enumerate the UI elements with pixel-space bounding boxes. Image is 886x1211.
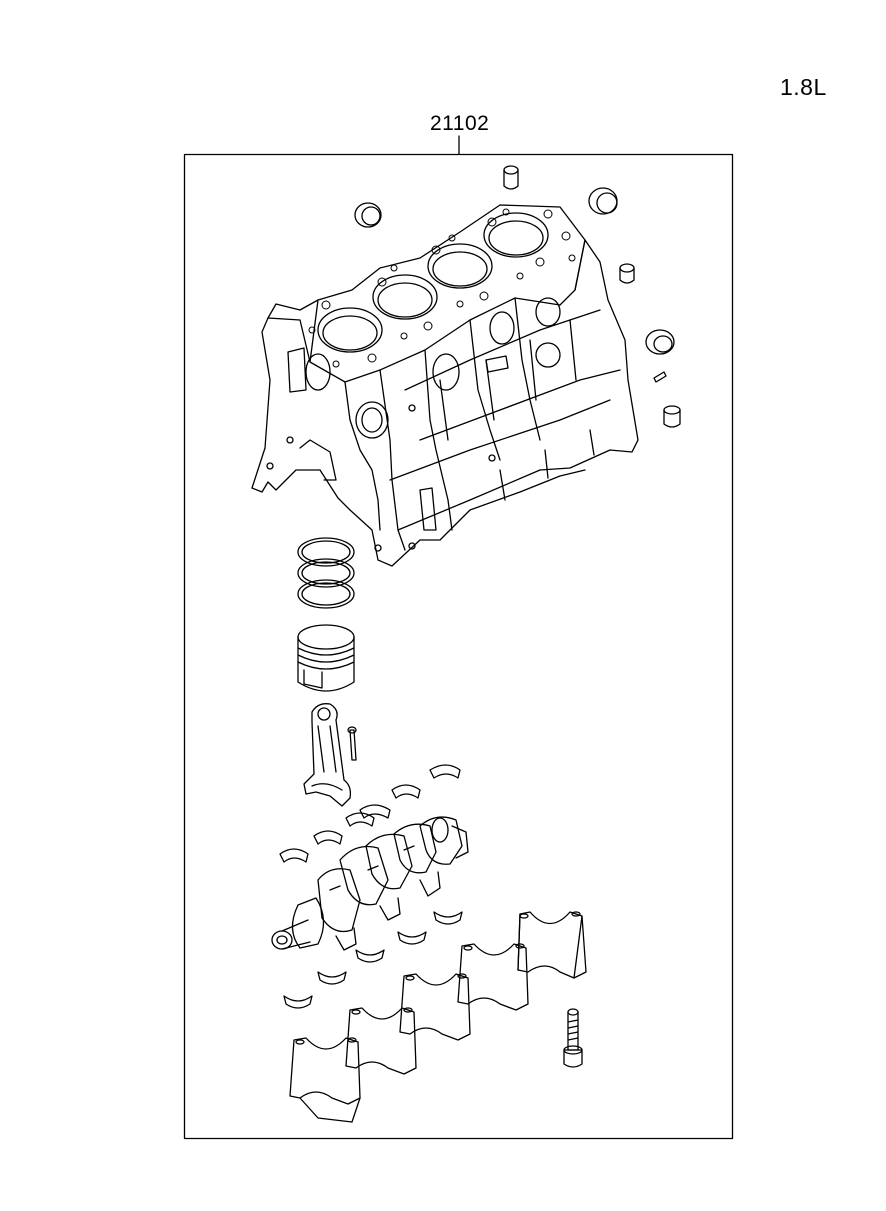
cylinder-block[interactable]: [251, 204, 639, 567]
bushing: [663, 405, 681, 428]
bearing-cap: [517, 911, 587, 979]
rod-bolt[interactable]: [347, 726, 357, 761]
top-dowel-pin: [503, 165, 519, 190]
bearing-shell: [313, 830, 343, 845]
piston-rings[interactable]: [297, 537, 355, 609]
bearing-shell: [429, 764, 461, 779]
core-plug-left: [354, 202, 382, 228]
cap-bolt[interactable]: [563, 1008, 583, 1068]
bearing-cap: [345, 1007, 417, 1075]
bearing-cap: [399, 973, 471, 1041]
bearing-shell: [359, 804, 391, 819]
bearing-cap: [457, 943, 529, 1011]
assembly-part-number[interactable]: 21102: [430, 112, 490, 135]
core-plug-right: [588, 187, 618, 215]
bearing-cap: [289, 1037, 361, 1123]
bearing-shell: [317, 971, 347, 985]
connecting-rod[interactable]: [303, 703, 352, 807]
plugs-and-dowels[interactable]: [354, 165, 681, 428]
bearing-shell: [397, 931, 427, 945]
bearing-shell: [345, 812, 375, 827]
bearing-shells[interactable]: [279, 764, 463, 1009]
small-dowel: [653, 371, 667, 383]
piston[interactable]: [297, 624, 355, 692]
engine-displacement-label: 1.8L: [780, 74, 827, 100]
bearing-shell: [283, 995, 313, 1009]
bearing-shell: [355, 949, 385, 963]
bearing-shell: [433, 911, 463, 925]
main-bearing-caps[interactable]: [289, 911, 587, 1123]
oil-plug: [619, 263, 635, 284]
seal-cup: [645, 329, 675, 355]
bearing-shell: [391, 784, 421, 799]
bearing-shell: [279, 848, 309, 863]
crankshaft[interactable]: [271, 816, 469, 951]
assembly-frame: [183, 153, 734, 1140]
